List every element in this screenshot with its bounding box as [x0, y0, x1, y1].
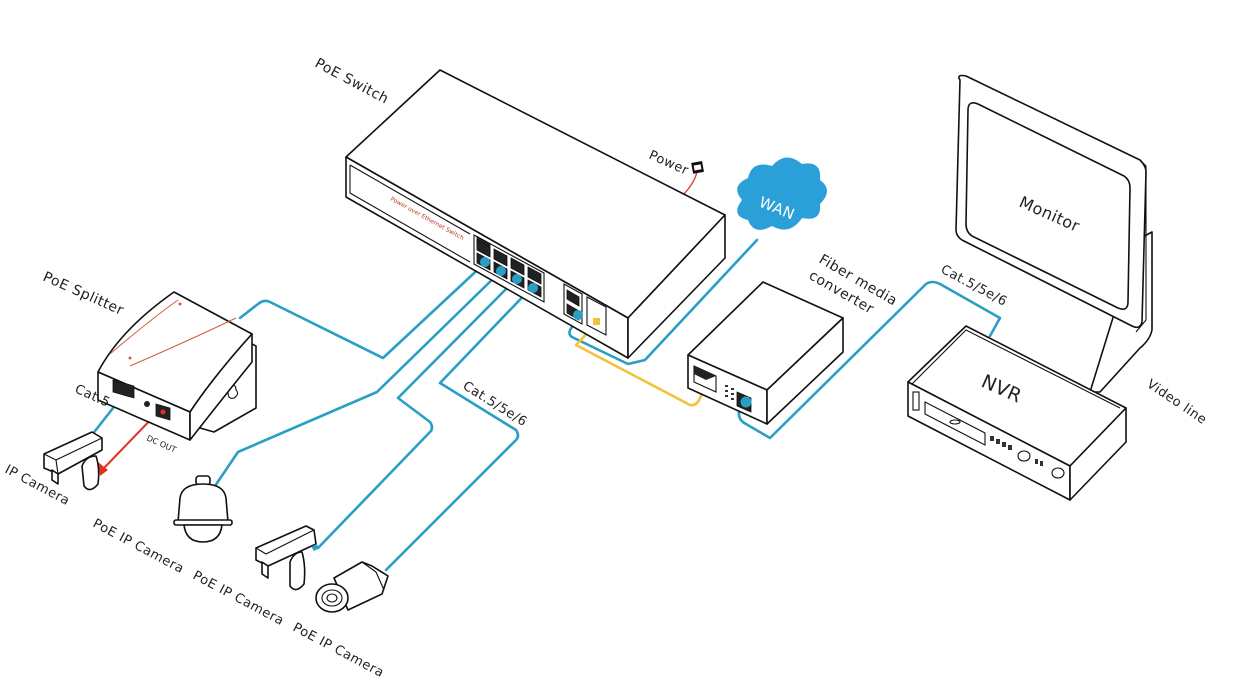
- uplink-plug: [573, 310, 583, 320]
- monitor-screen: [965, 102, 1131, 310]
- wan-cloud-shape: [737, 157, 827, 230]
- poe-plug-1: [480, 257, 490, 267]
- poe-switch[interactable]: Power over Ethernet Switch: [345, 69, 726, 359]
- converter-side: [766, 317, 844, 425]
- cable-switch-to-splitter: [238, 260, 488, 360]
- nvr[interactable]: NVR: [907, 325, 1127, 501]
- converter-plug: [740, 396, 752, 408]
- switch-side: [627, 214, 726, 359]
- poe-ip-camera-bullet[interactable]: [315, 561, 389, 613]
- nvr-side: [1069, 407, 1127, 501]
- power-label: Power: [646, 148, 690, 179]
- cable-switch-to-dome-camera: [213, 268, 504, 488]
- cable-switch-to-box-camera: [316, 276, 519, 550]
- monitor[interactable]: Monitor: [955, 74, 1153, 393]
- camera-cable-label: Cat.5/5e/6: [460, 379, 530, 430]
- ip-camera[interactable]: [43, 431, 103, 491]
- poe-ip-camera-box[interactable]: [255, 525, 320, 591]
- poe-ip-camera-label-3: PoE IP Camera: [290, 620, 386, 681]
- dc-out-label: DC OUT: [145, 434, 177, 455]
- poe-plug-3: [512, 274, 522, 284]
- sfp-plug: [593, 318, 600, 325]
- fiber-cable-switch-to-converter: [574, 322, 708, 407]
- poe-switch-label: PoE Switch: [312, 55, 391, 107]
- cables: [86, 238, 1002, 572]
- video-line-label: Video line: [1144, 377, 1210, 428]
- cable-switch-to-bullet-camera: [384, 284, 535, 572]
- poe-plug-4: [528, 283, 538, 293]
- poe-ip-camera-label-2: PoE IP Camera: [190, 568, 286, 629]
- poe-plug-2: [496, 266, 506, 276]
- splitter-side: [189, 333, 253, 441]
- cable-converter-to-nvr: [737, 280, 1002, 440]
- poe-splitter[interactable]: [97, 291, 257, 441]
- poe-ip-camera-label-1: PoE IP Camera: [90, 516, 186, 577]
- fiber-media-converter[interactable]: [687, 281, 844, 425]
- power-plug-icon: [691, 161, 704, 174]
- poe-ip-camera-dome[interactable]: [173, 475, 233, 543]
- cable-switch-to-wan: [568, 238, 759, 366]
- wan-cloud[interactable]: WAN: [737, 157, 827, 230]
- poe-splitter-label: PoE Splitter: [40, 269, 126, 319]
